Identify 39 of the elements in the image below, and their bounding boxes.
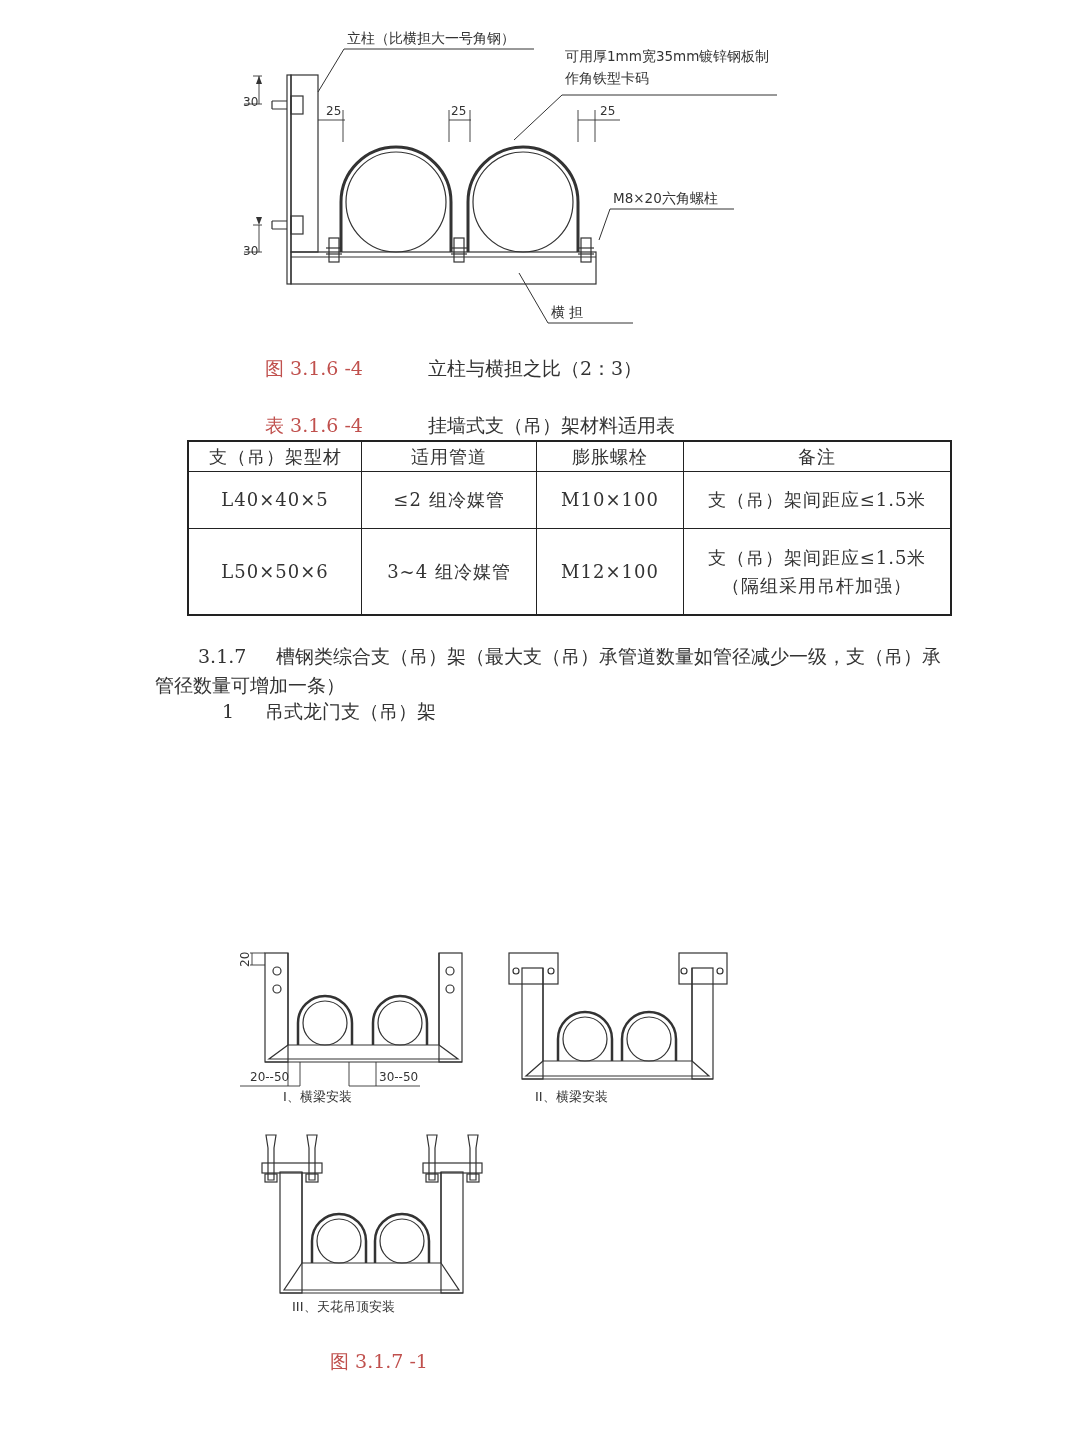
leader-line bbox=[513, 94, 778, 141]
dimension-text: 25 bbox=[326, 104, 342, 119]
caption-text: III、天花吊顶安装 bbox=[292, 1299, 395, 1315]
heading-text: 1 bbox=[222, 700, 235, 723]
callout-label: 横 担 bbox=[551, 301, 633, 323]
table-cell: M10×100 bbox=[537, 472, 684, 529]
leader-line bbox=[518, 272, 634, 324]
callout-label: 可用厚1mm宽35mm镀锌钢板制作角铁型卡码 bbox=[565, 45, 777, 89]
table-cell: 支（吊）架间距应≤1.5米 bbox=[684, 472, 950, 529]
table-cell: ≤2 组冷媒管 bbox=[362, 472, 537, 529]
table-cell: L40×40×5 bbox=[189, 472, 362, 529]
header-cell: 膨胀螺栓 bbox=[537, 442, 684, 472]
table-cell: L50×50×6 bbox=[189, 529, 362, 614]
leader-line bbox=[598, 208, 735, 241]
table-cell: M12×100 bbox=[537, 529, 684, 614]
dimension-text: 30 bbox=[243, 244, 259, 259]
dimension-text: 30--50 bbox=[379, 1070, 419, 1085]
leader-line bbox=[317, 48, 535, 93]
caption-text: 立柱与横担之比（2：3） bbox=[428, 357, 643, 380]
figure-number: 图 3.1.6 -4 bbox=[265, 357, 363, 380]
figure-number: 图 3.1.7 -1 bbox=[330, 1350, 428, 1373]
caption-text: II、横梁安装 bbox=[535, 1089, 608, 1105]
dimension-text: 30 bbox=[243, 95, 259, 110]
heading-text: 吊式龙门支（吊）架 bbox=[265, 700, 436, 723]
table-cell: 3~4 组冷媒管 bbox=[362, 529, 537, 614]
dimension-text: 25 bbox=[600, 104, 616, 119]
dimension-text: 20--50 bbox=[250, 1070, 290, 1085]
callout-label: M8×20六角螺柱 bbox=[613, 187, 734, 209]
header-cell: 适用管道 bbox=[362, 442, 537, 472]
paragraph-text: 3.1.7 槽钢类综合支（吊）架（最大支（吊）承管道数量如管径减少一级，支（吊）承管径数量可增加一条） bbox=[155, 644, 943, 698]
table-cell-text: 支（吊）架间距应≤1.5米（隔组采用吊杆加强） bbox=[706, 545, 928, 598]
figure-number: 表 3.1.6 -4 bbox=[265, 414, 363, 437]
caption-text: 挂墙式支（吊）架材料适用表 bbox=[428, 414, 675, 437]
dimension-text: 25 bbox=[451, 104, 467, 119]
header-cell: 支（吊）架型材 bbox=[189, 442, 362, 472]
callout-label: 立柱（比横担大一号角钢） bbox=[347, 27, 534, 49]
header-cell: 备注 bbox=[684, 442, 950, 472]
caption-text: I、横梁安装 bbox=[283, 1089, 352, 1105]
dimension-text: 20 bbox=[238, 951, 253, 967]
